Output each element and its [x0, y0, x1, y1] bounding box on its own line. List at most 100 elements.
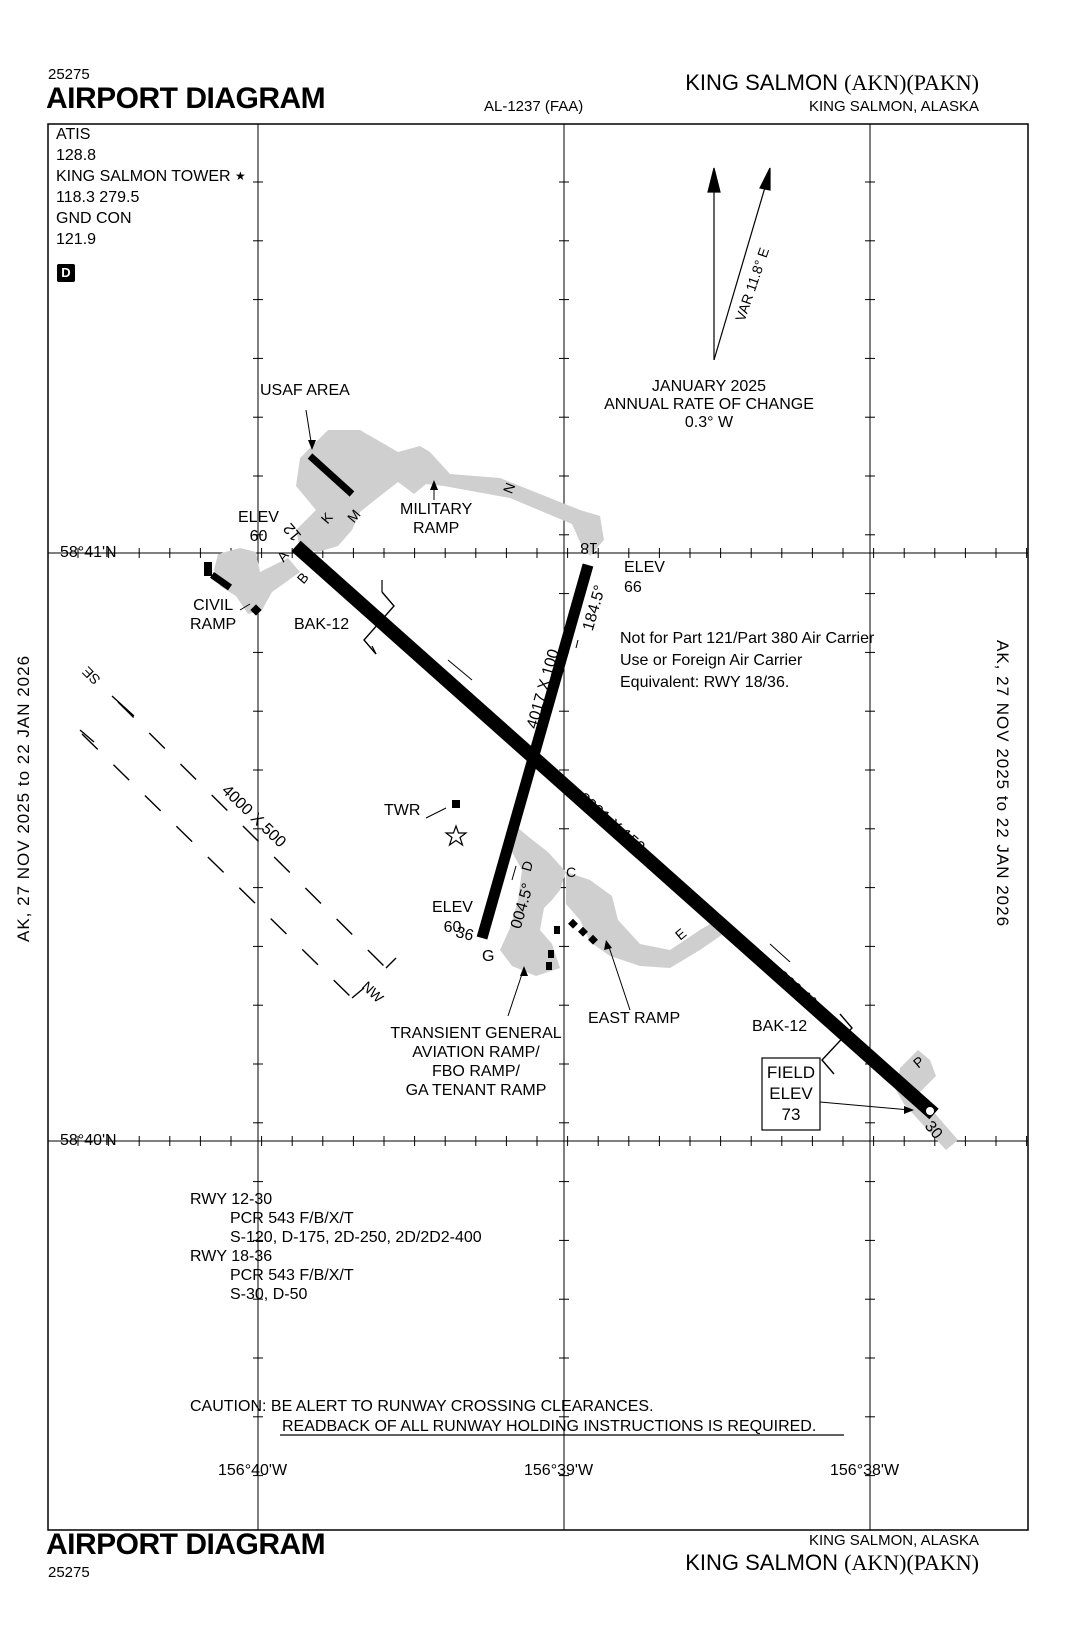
taxiway-p [896, 1050, 958, 1150]
civil-ramp-label: CIVIL RAMP [190, 596, 236, 634]
usaf-area-label: USAF AREA [260, 382, 350, 399]
bak12-east-label: BAK-12 [752, 1018, 808, 1035]
heading-arrows [447, 639, 791, 963]
elev-36-value: 60 [443, 919, 462, 936]
elev-12-title: ELEV [238, 509, 279, 526]
arresting-gear [363, 591, 853, 1075]
water-runway [81, 701, 387, 999]
lat-58-40: 58°40'N [60, 1132, 117, 1149]
chart-frame [47, 123, 1029, 1531]
east-ramp-label: EAST RAMP [588, 1010, 681, 1027]
elev-18-label: ELEV 66 [624, 558, 665, 598]
water-nw-cap-2 [351, 987, 365, 999]
north-arrows [707, 167, 771, 361]
airport-name-footer: KING SALMON [685, 1550, 839, 1575]
transient-ga-ramp [500, 828, 566, 976]
chart-code-top: 25275 [48, 66, 90, 83]
civil-ramp-leader [239, 603, 251, 611]
civil-building-3 [250, 604, 262, 616]
pavement-info: RWY 12-30 PCR 543 F/B/X/T S-120, D-175, … [190, 1190, 482, 1304]
bak12-west-label: BAK-12 [294, 616, 350, 633]
frequency-box: ATIS 128.8 KING SALMON TOWER ★ 118.3 279… [56, 124, 246, 250]
east-ramp [566, 872, 726, 968]
pavement-rwy12-30-weight: S-120, D-175, 2D-250, 2D/2D2-400 [230, 1229, 482, 1246]
civil-ramp-buildings [204, 562, 262, 616]
pavement-rwy12-30-pcr: PCR 543 F/B/X/T [230, 1210, 354, 1227]
civil-building-1 [204, 562, 212, 576]
elev-36-label: ELEV 60 [432, 898, 473, 938]
atis-frequency: 128.8 [56, 147, 97, 164]
tower-building [452, 800, 460, 808]
chart-title-top: AIRPORT DIAGRAM [46, 82, 326, 115]
east-building-1 [568, 918, 578, 929]
leader-lines [239, 409, 911, 1111]
water-se-cap [111, 695, 135, 717]
note-line3: Equivalent: RWY 18/36. [620, 674, 790, 691]
runway-18-36 [476, 563, 594, 940]
water-runway-north-edge [117, 701, 387, 969]
procedure-number: AL-1237 (FAA) [484, 98, 584, 115]
graticule-ticks [77, 181, 1028, 1477]
leader-arrowheads [308, 440, 914, 1114]
airport-beacon-icon [444, 824, 468, 847]
field-elev-box [761, 1057, 821, 1131]
water-runway-south-edge [81, 733, 353, 999]
tower-frequency: 118.3 279.5 [56, 189, 140, 206]
bak12-arrows [371, 580, 383, 655]
graticule [48, 124, 1028, 1530]
runway-30-threshold-marker [926, 1107, 934, 1115]
note-line1: Not for Part 121/Part 380 Air Carrier [620, 630, 875, 647]
runways [291, 540, 939, 1120]
civil-ramp-line1: CIVIL [193, 597, 234, 614]
pavement-rwy18-36: RWY 18-36 [190, 1248, 273, 1265]
note-line2: Use or Foreign Air Carrier [620, 652, 803, 669]
airport-location-top: KING SALMON, ALASKA [808, 98, 979, 115]
east-building-3 [588, 934, 598, 945]
elev-18-value: 66 [624, 579, 642, 596]
field-elev-line2: ELEV [769, 1084, 813, 1103]
ga-ramp-buildings [546, 918, 598, 970]
field-elev-value: 73 [781, 1105, 801, 1124]
ground-frequency: 121.9 [56, 231, 97, 248]
airport-name-bottom: KING SALMON (AKN)(PAKN) [685, 1550, 979, 1576]
elev-18-title: ELEV [624, 559, 665, 576]
runway-12-30 [291, 540, 939, 1120]
bak12-west [363, 591, 395, 655]
taxiway-c: C [566, 864, 577, 880]
transient-line4: GA TENANT RAMP [405, 1082, 547, 1099]
elev-12-value: 60 [249, 528, 268, 545]
east-building-2 [578, 926, 588, 937]
variation-note: JANUARY 2025 ANNUAL RATE OF CHANGE 0.3° … [604, 378, 814, 432]
military-ramp-line1: MILITARY [400, 501, 473, 518]
variation-date: JANUARY 2025 [651, 378, 767, 395]
military-ramp-line2: RAMP [413, 520, 460, 537]
lon-156-39: 156°39'W [524, 1462, 594, 1479]
tower-star-icon: ★ [235, 169, 246, 183]
lon-156-40: 156°40'W [218, 1462, 288, 1479]
field-elev-text: FIELD ELEV 73 [762, 1058, 820, 1125]
ga-building-3 [546, 962, 552, 970]
civil-ramp-line2: RAMP [190, 616, 237, 633]
taxiway-g: G [482, 948, 495, 965]
water-runway-ends [79, 695, 397, 999]
bak12-east [821, 1013, 853, 1075]
magnetic-north-arrowhead [759, 167, 771, 191]
chart-title-bottom: AIRPORT DIAGRAM [46, 1528, 326, 1561]
caution-line2: READBACK OF ALL RUNWAY HOLDING INSTRUCTI… [282, 1418, 817, 1435]
field-elev-leader [819, 1101, 911, 1111]
atis-d-badge: D [57, 264, 75, 282]
atis-label: ATIS [56, 126, 91, 143]
pavement-rwy12-30: RWY 12-30 [190, 1191, 273, 1208]
lon-156-38: 156°38'W [830, 1462, 900, 1479]
civil-ramp [214, 548, 300, 614]
transient-line2: AVIATION RAMP/ [412, 1044, 540, 1061]
airport-name-top: KING SALMON (AKN)(PAKN) [685, 70, 979, 96]
magnetic-north-arrow [713, 183, 767, 361]
chart-code-bottom: 25275 [48, 1564, 90, 1581]
variation-rate-label: ANNUAL RATE OF CHANGE [604, 396, 814, 413]
elev-36-title: ELEV [432, 899, 473, 916]
true-north-arrowhead [707, 167, 721, 193]
variation-rate: 0.3° W [684, 414, 734, 431]
tower-label-row: KING SALMON TOWER ★ [56, 166, 246, 187]
